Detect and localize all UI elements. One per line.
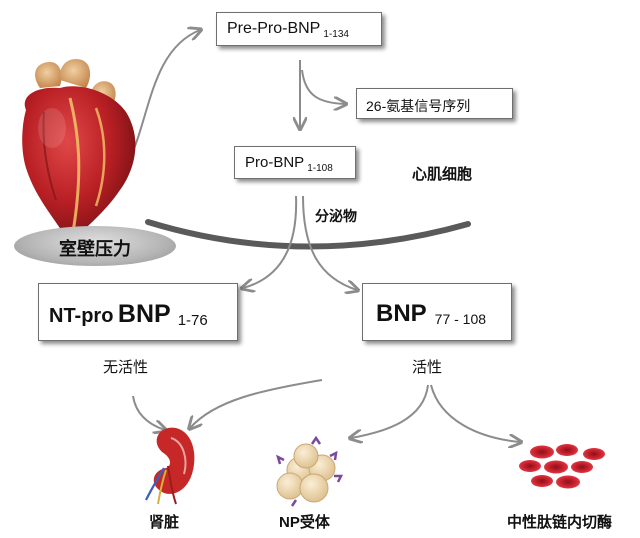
active-label: 活性: [412, 359, 443, 376]
wall-pressure-label: 室壁压力: [59, 239, 131, 259]
kidney-label: 肾脏: [149, 514, 180, 531]
kidney-icon: [145, 427, 195, 505]
pro-bnp-range: 1-108: [307, 163, 333, 174]
arrow-active-to-kidney: [190, 379, 323, 428]
secretion-arc: [145, 219, 471, 250]
inactive-label: 无活性: [103, 359, 149, 376]
receptor-cells-icon: [276, 435, 344, 507]
endopeptidase-label: 中性肽链内切酶: [507, 514, 613, 531]
nt-pro-bnp-name: BNP: [117, 300, 171, 328]
arrow-pro-to-ntpro: [243, 195, 298, 288]
signal-sequence-box: 26-氨基信号序列: [356, 88, 513, 119]
arrow-pro-to-bnp: [302, 195, 357, 290]
bnp-name: BNP: [376, 300, 427, 327]
heart-icon: [22, 58, 136, 244]
nt-pro-bnp-range: 1-76: [177, 312, 208, 329]
arrow-inactive-to-kidney: [132, 395, 165, 430]
secreted-label: 分泌物: [315, 208, 357, 224]
pre-pro-bnp-range: 1-134: [323, 29, 349, 40]
arrow-prepro-to-signal: [301, 69, 345, 104]
nt-pro-bnp-box: NT-pro BNP 1-76: [38, 283, 238, 341]
pre-pro-bnp-name: Pre-Pro-BNP: [227, 20, 321, 37]
pro-bnp-name: Pro-BNP: [245, 154, 305, 171]
arrow-heart-to-prepro: [127, 30, 200, 163]
cardiomyocyte-label: 心肌细胞: [412, 166, 473, 183]
nt-pro-prefix: NT-pro: [49, 305, 114, 327]
bnp-range: 77 - 108: [434, 311, 487, 327]
red-blood-cells-icon: [519, 444, 605, 489]
arrow-active-to-receptor: [351, 384, 429, 438]
arrow-active-to-enzyme: [430, 384, 520, 442]
np-receptor-label: NP受体: [279, 514, 330, 531]
bnp-box: BNP 77 - 108: [362, 283, 512, 341]
signal-sequence-name: 26-氨基信号序列: [366, 98, 471, 114]
wall-pressure-badge: [14, 226, 176, 266]
